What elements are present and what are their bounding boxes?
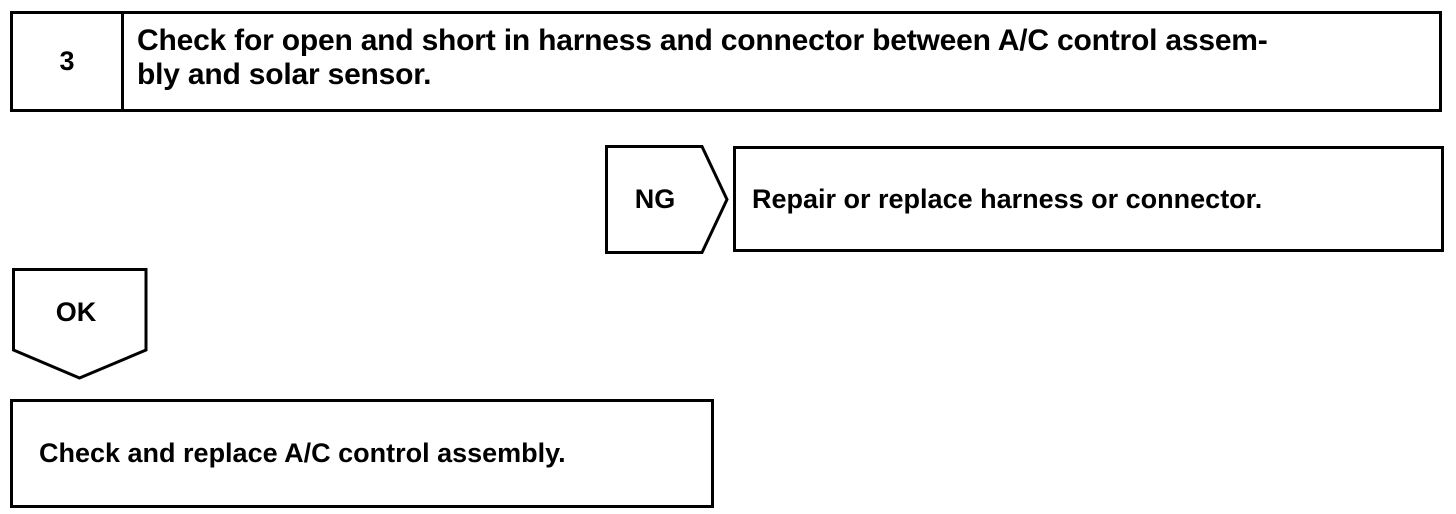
step-description: Check for open and short in harness and … bbox=[137, 24, 1423, 92]
ok-action-box: Check and replace A/C control assembly. bbox=[10, 399, 714, 508]
ok-action-text: Check and replace A/C control assembly. bbox=[39, 438, 566, 468]
ok-arrow-shape bbox=[12, 268, 148, 380]
step-number-cell: 3 bbox=[13, 14, 124, 109]
step-box: 3 Check for open and short in harness an… bbox=[10, 11, 1442, 112]
step-description-line-2: bly and solar sensor. bbox=[137, 58, 432, 91]
ng-action-box: Repair or replace harness or connector. bbox=[733, 146, 1444, 252]
step-number: 3 bbox=[59, 46, 75, 76]
ng-arrow-shape bbox=[605, 145, 729, 254]
ok-label: OK bbox=[55, 296, 97, 327]
ng-label: NG bbox=[634, 184, 676, 214]
ng-action-text: Repair or replace harness or connector. bbox=[752, 183, 1263, 214]
step-description-line-1: Check for open and short in harness and … bbox=[137, 24, 1268, 57]
